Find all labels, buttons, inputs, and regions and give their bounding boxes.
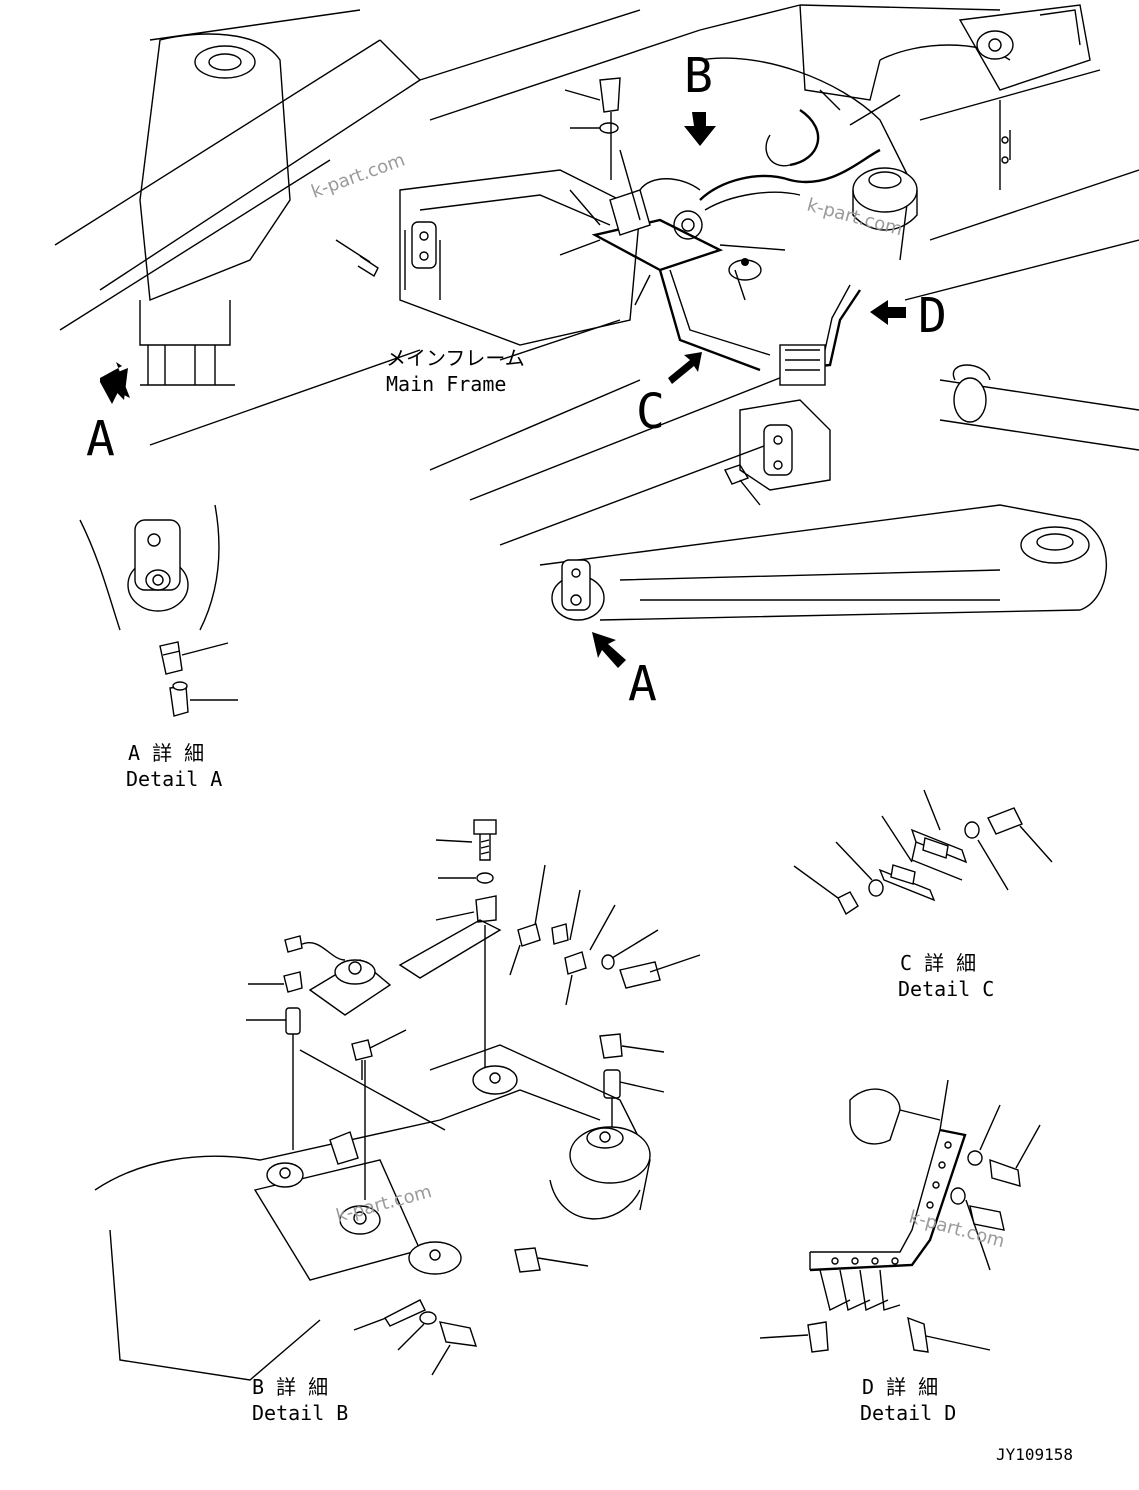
detail-c-label-jp: C 詳 細 (900, 951, 976, 975)
drawing-number: JY109158 (996, 1445, 1073, 1464)
view-arrow-b (684, 112, 716, 146)
detail-b-label-en: Detail B (252, 1401, 348, 1425)
detail-c-label-en: Detail C (898, 977, 994, 1001)
view-arrow-c (668, 352, 702, 384)
detail-c-view (793, 789, 1053, 916)
detail-d-label-jp: D 詳 細 (862, 1375, 938, 1399)
detail-d-view (759, 1079, 1041, 1353)
detail-b-view (94, 819, 701, 1381)
view-arrow-a-right (592, 632, 626, 668)
detail-a-view (79, 504, 238, 717)
detail-d-label-en: Detail D (860, 1401, 956, 1425)
view-letter-c: C (636, 384, 665, 440)
main-frame-view (54, 4, 1139, 621)
main-frame-label-jp: メインフレーム (386, 346, 525, 370)
view-arrow-d (870, 300, 906, 325)
view-letter-b: B (684, 48, 713, 104)
watermark-1: k-part.com (309, 149, 408, 202)
view-arrow-a-left (100, 362, 130, 404)
view-letter-d: D (918, 288, 947, 344)
main-frame-label-en: Main Frame (386, 372, 506, 396)
detail-a-label-en: Detail A (126, 767, 222, 791)
detail-a-label-jp: A 詳 細 (128, 741, 204, 765)
detail-b-label-jp: B 詳 細 (252, 1375, 328, 1399)
view-letter-a-right: A (628, 656, 657, 712)
view-letter-a-left: A (86, 411, 115, 467)
